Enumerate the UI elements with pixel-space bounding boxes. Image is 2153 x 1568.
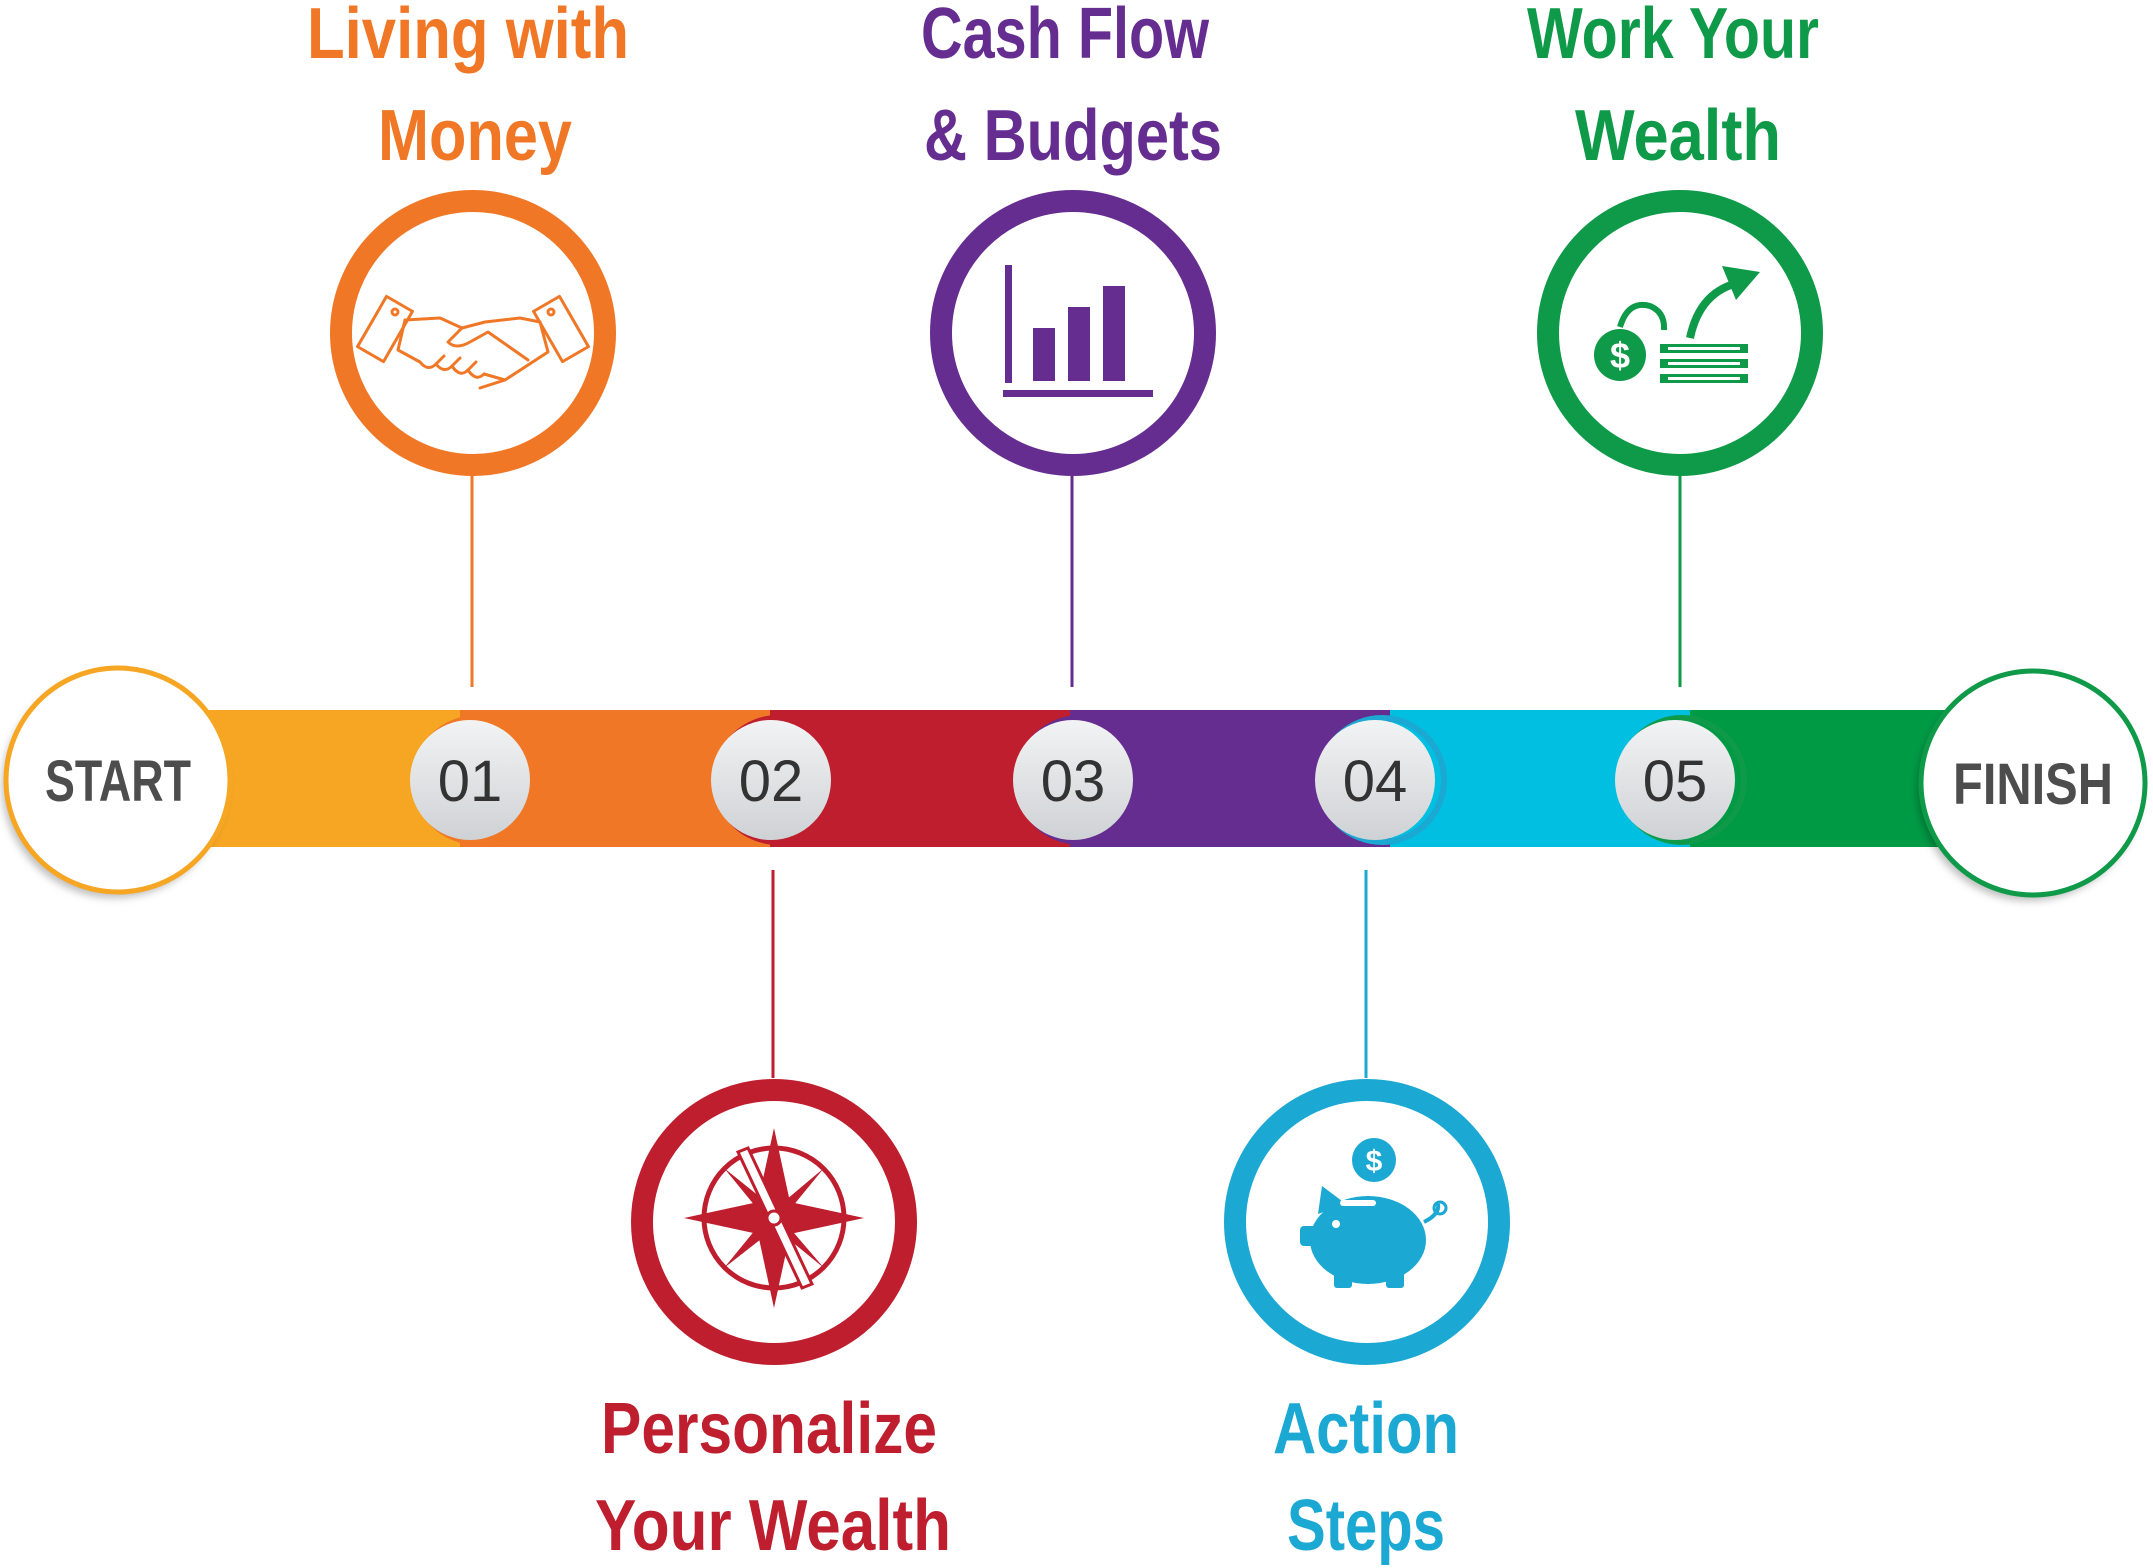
step-number-03: 03: [1041, 749, 1106, 814]
finish-label: FINISH: [1953, 752, 2113, 817]
step-number-01: 01: [438, 749, 503, 814]
step-badge-01: 01: [410, 715, 542, 845]
step-badges: 01 02 03 04 05: [410, 715, 1747, 845]
finish-node: FINISH: [1918, 668, 2148, 898]
svg-text:$: $: [1610, 335, 1630, 376]
icon-circle-01: [330, 190, 616, 476]
step-badge-04: 04: [1315, 715, 1447, 845]
step-badge-05: 05: [1615, 715, 1747, 845]
money-growth-icon: $: [1594, 266, 1760, 383]
step-title-05-line1: Work Your: [1527, 0, 1819, 74]
step-title-02-line1: Personalize: [601, 1389, 937, 1469]
step-title-01-line1: Living with: [307, 0, 629, 74]
compass-icon: [684, 1128, 864, 1308]
step-titles: Living with Money Cash Flow & Budgets Wo…: [307, 0, 1819, 1566]
connector-lines: [470, 475, 1682, 1078]
step-number-04: 04: [1343, 749, 1408, 814]
step-title-02-line2: Your Wealth: [595, 1486, 951, 1566]
start-ring: [3, 665, 233, 895]
handshake-icon: [356, 294, 590, 390]
finish-ring: [1918, 668, 2148, 898]
step-badge-03: 03: [1013, 715, 1145, 845]
step-title-03-line1: Cash Flow: [921, 0, 1210, 74]
step-title-03-line2: & Budgets: [924, 96, 1222, 176]
bar-chart-icon: [1003, 265, 1153, 397]
step-title-01-line2: Money: [378, 96, 572, 176]
step-badge-02: 02: [711, 715, 843, 845]
piggy-bank-icon: $: [1300, 1138, 1448, 1288]
svg-text:$: $: [1366, 1145, 1383, 1178]
icon-circle-05: [1537, 190, 1823, 476]
step-number-02: 02: [739, 749, 804, 814]
start-label: START: [45, 749, 191, 814]
step-title-05-line2: Wealth: [1575, 96, 1781, 176]
step-title-04-line1: Action: [1273, 1389, 1459, 1469]
step-number-05: 05: [1643, 749, 1708, 814]
start-node: START: [3, 665, 233, 895]
step-title-04-line2: Steps: [1287, 1486, 1445, 1566]
